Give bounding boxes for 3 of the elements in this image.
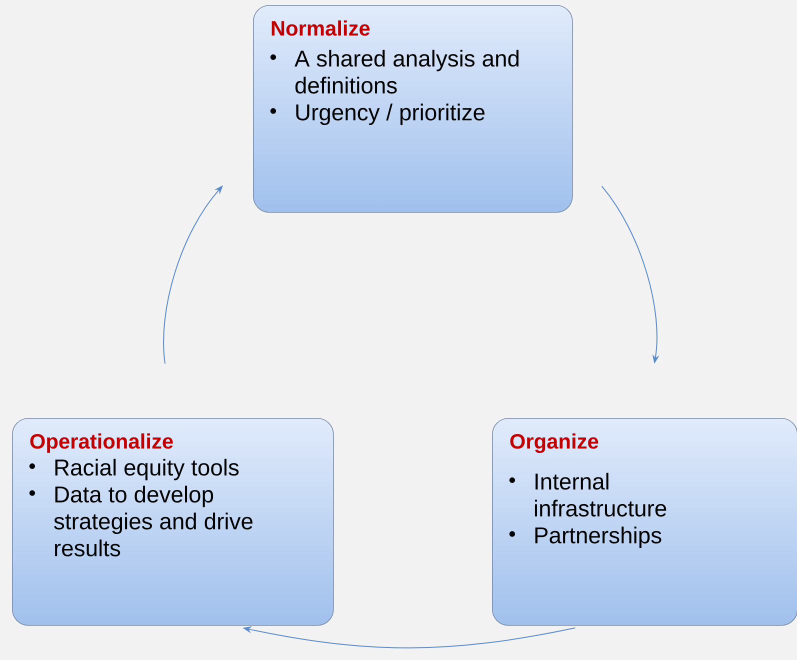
process-box: Operationalize Racial equity tools Data to develop strategies and drive results [12,418,334,626]
process-box: Organize Internal infrastructure Partnerships [492,418,797,626]
process-box: Normalize A shared analysis and definitions Urgency / prioritize [253,5,573,213]
